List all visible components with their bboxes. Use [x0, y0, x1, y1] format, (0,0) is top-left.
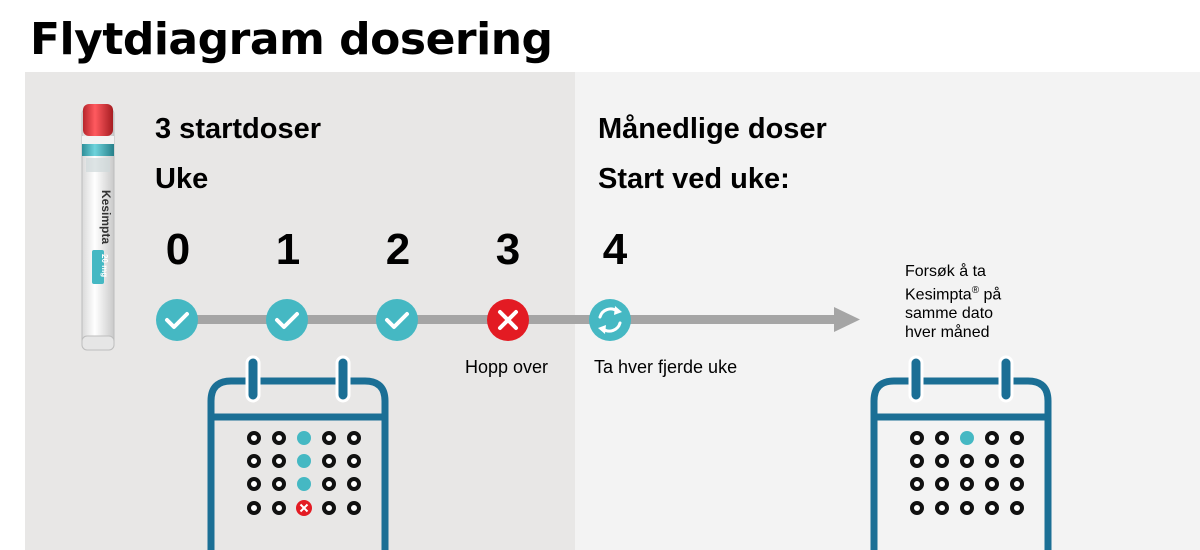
note-line-4: hver måned: [905, 324, 990, 342]
note-line-3: samme dato: [905, 305, 994, 323]
check-icon: [156, 299, 198, 341]
week-heading: Uke: [155, 163, 209, 195]
calendar-day-grid: [247, 431, 361, 516]
repeat-icon: [589, 299, 631, 341]
kesimpta-pen-image: Kesimpta 20 mg: [81, 104, 115, 351]
calendar-ring-icon: [245, 355, 261, 403]
calendar-ring-icon: [335, 355, 351, 403]
timeline-arrowhead-icon: [834, 307, 860, 332]
page-title: Flytdiagram dosering: [30, 14, 553, 65]
monthly-doses-panel: [575, 72, 1200, 550]
dose-day-marker: [297, 454, 311, 468]
note-registered-mark: ®: [971, 285, 980, 296]
every-fourth-week-label: Ta hver fjerde uke: [594, 357, 738, 377]
calendar-day-grid: [910, 431, 1024, 515]
week-number-3: 3: [495, 225, 521, 274]
start-week-heading: Start ved uke:: [598, 163, 790, 195]
monthly-doses-heading: Månedlige doser: [598, 113, 827, 145]
initial-doses-calendar-icon: [207, 355, 389, 550]
skip-label: Hopp over: [465, 357, 549, 377]
dosing-timeline: [156, 299, 860, 341]
same-date-note: Forsøk å ta Kesimpta® på samme dato hver…: [905, 262, 1045, 342]
week-number-4: 4: [602, 225, 628, 274]
note-line-1: Forsøk å ta: [905, 263, 986, 280]
cross-icon: [487, 299, 529, 341]
calendar-ring-icon: [998, 355, 1014, 403]
pen-brand-label: Kesimpta: [99, 190, 113, 244]
monthly-doses-calendar-icon: [870, 355, 1052, 550]
initial-doses-heading: 3 startdoser: [155, 113, 322, 145]
pen-strength-label: 20 mg: [100, 254, 109, 277]
skipped-day-cross-icon: [296, 500, 312, 516]
check-icon: [266, 299, 308, 341]
dose-day-marker: [297, 477, 311, 491]
calendar-ring-icon: [908, 355, 924, 403]
check-icon: [376, 299, 418, 341]
note-brand: Kesimpta: [905, 286, 972, 304]
dose-day-marker: [960, 431, 974, 445]
week-number-0: 0: [165, 225, 191, 274]
week-number-2: 2: [385, 225, 411, 274]
note-line-2-end: på: [979, 286, 1002, 304]
week-number-1: 1: [275, 225, 301, 274]
dose-day-marker: [297, 431, 311, 445]
